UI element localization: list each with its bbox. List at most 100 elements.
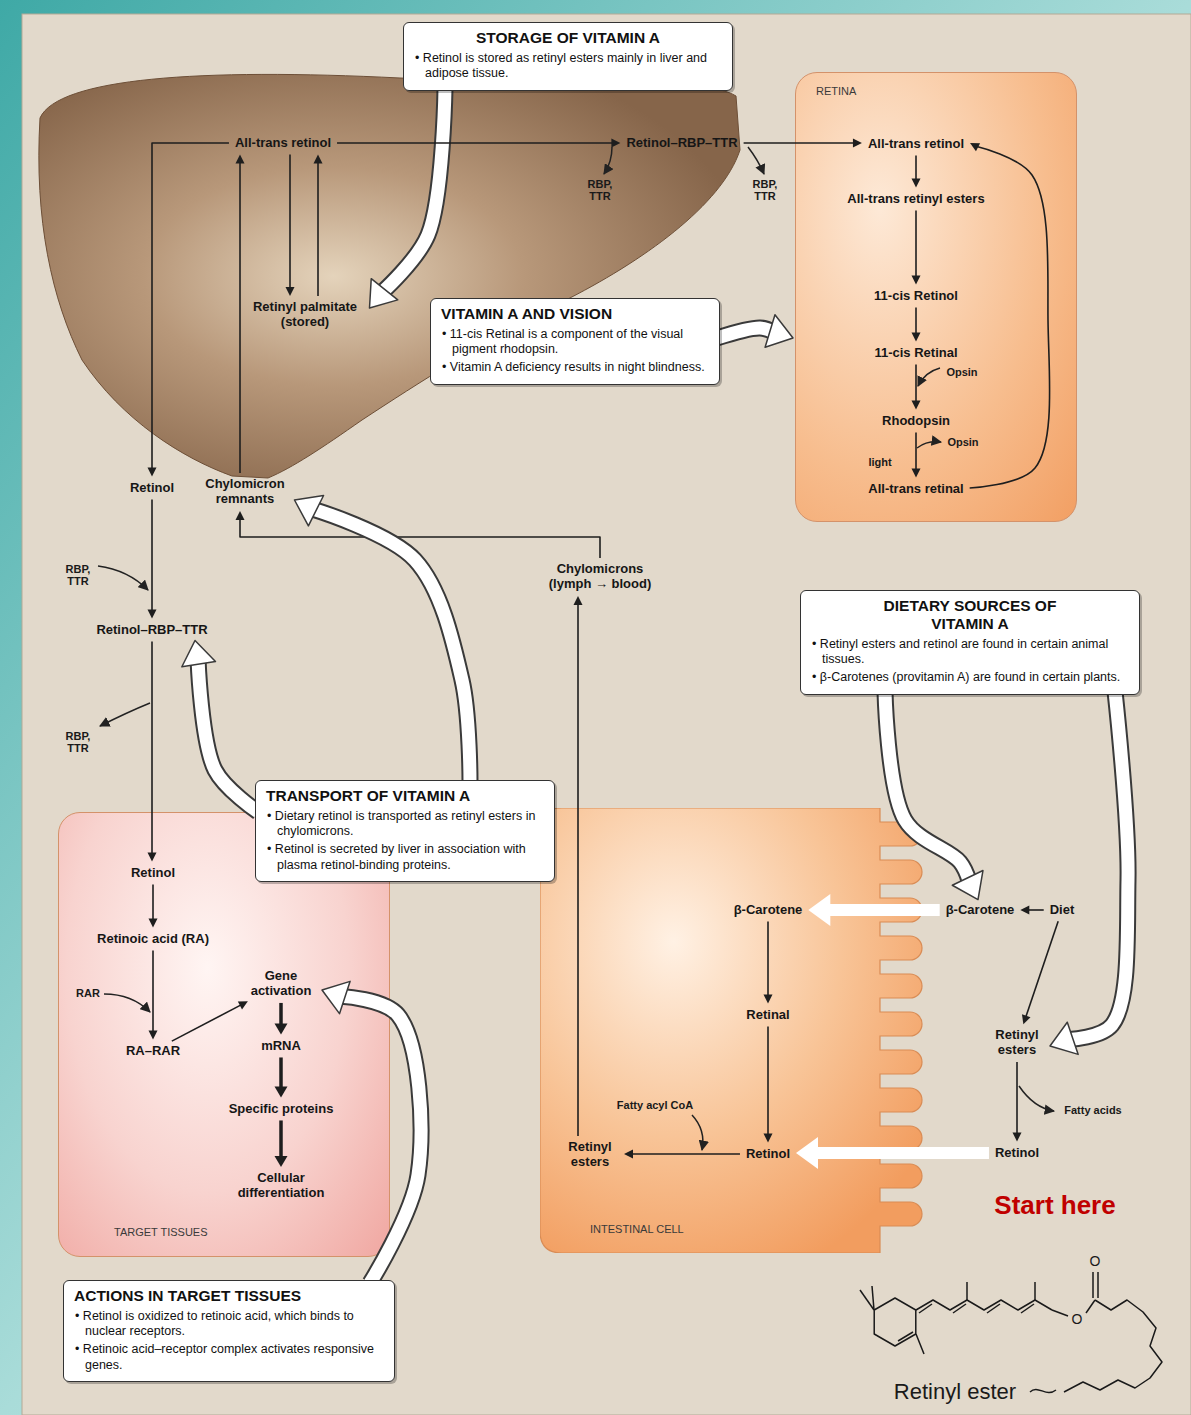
binding-arrow xyxy=(692,1115,703,1150)
annotation-label: RBP, TTR xyxy=(745,178,785,202)
arrow-head xyxy=(764,1134,773,1143)
arrow-line xyxy=(279,1057,283,1088)
compound-name: All-trans retinal xyxy=(868,482,963,497)
flow-arrow xyxy=(322,981,421,1283)
arrow-outline xyxy=(885,692,969,882)
double-bond xyxy=(898,1332,913,1341)
flow-arrow xyxy=(1020,906,1043,915)
arrow-head xyxy=(912,276,921,285)
arrow-head xyxy=(912,179,921,188)
compound-name: Retinol xyxy=(130,481,174,496)
flow-arrow xyxy=(912,364,921,409)
callout-heading: VITAMIN A AND VISION xyxy=(441,305,709,323)
arrow-line xyxy=(1028,909,1044,911)
compound-name: Retinyl esters xyxy=(562,1140,618,1170)
flow-arrow xyxy=(1050,692,1128,1055)
arrow-line xyxy=(152,950,154,1031)
annotation-label: O xyxy=(1072,1312,1083,1327)
liver-organ xyxy=(39,74,740,478)
arrow-head xyxy=(275,1156,288,1167)
arrow-head xyxy=(148,610,157,619)
arrow-head xyxy=(912,469,921,478)
compound-name: Retinol xyxy=(995,1146,1039,1161)
flow-arrow xyxy=(172,1001,248,1041)
arrow-head xyxy=(764,995,773,1004)
flow-arrow xyxy=(970,143,1050,488)
flow-arrow xyxy=(148,499,157,618)
flow-arrow xyxy=(764,1026,773,1142)
compound-name: β-Carotene xyxy=(734,903,803,918)
tissue-region: INTESTINAL CELLβ-CaroteneRetinalRetinolR… xyxy=(540,808,928,1253)
arrow-head xyxy=(796,1137,818,1169)
arrow-head xyxy=(1013,1133,1022,1142)
arrow-head xyxy=(1020,906,1029,915)
compound-name: Cellular differentiation xyxy=(228,1171,334,1201)
callout-box: ACTIONS IN TARGET TISSUES• Retinol is ox… xyxy=(63,1280,395,1382)
arrow-line xyxy=(239,162,241,473)
arrow-head xyxy=(370,279,398,308)
arrow-head xyxy=(853,139,862,148)
arrow-line xyxy=(915,155,917,179)
compound-label: Retinol–RBP–TTR xyxy=(623,135,740,152)
flow-arrow xyxy=(148,641,157,861)
flow-arrow xyxy=(295,495,471,783)
arrow-line xyxy=(717,328,773,338)
arrow-head xyxy=(624,1150,633,1159)
retinyl-ester-structure xyxy=(860,1272,1162,1392)
callout-bullet: • Retinyl esters and retinol are found i… xyxy=(811,637,1129,668)
arrow-line xyxy=(915,432,917,469)
fatty-acid-tail xyxy=(1064,1300,1162,1392)
annotation-label: Retinyl ester xyxy=(894,1380,1016,1404)
flow-arrow xyxy=(370,88,446,308)
callout-box: TRANSPORT OF VITAMIN A• Dietary retinol … xyxy=(255,780,555,882)
compound-name: All-trans retinol xyxy=(868,137,964,152)
region-title: RETINA xyxy=(816,85,856,97)
methyl-bond xyxy=(966,1282,968,1300)
compound-name: Specific proteins xyxy=(229,1102,334,1117)
compound-label: Chylomicron remnants xyxy=(198,476,293,508)
flow-arrow xyxy=(624,1150,740,1159)
double-bond xyxy=(919,1304,932,1313)
methyl-bond xyxy=(1034,1282,1036,1300)
arrow-head xyxy=(238,1001,248,1009)
compound-label: 11-cis Retinal xyxy=(871,345,960,362)
callout-bullet: • Retinol is stored as retinyl esters ma… xyxy=(414,51,722,82)
compound-label: All-trans retinol xyxy=(232,135,334,152)
compound-name: β-Carotene xyxy=(946,903,1015,918)
arrow-line xyxy=(632,1153,740,1155)
callout-heading: ACTIONS IN TARGET TISSUES xyxy=(74,1287,384,1305)
compound-label: Retinal xyxy=(743,1007,792,1024)
flow-arrow xyxy=(275,1057,288,1097)
arrow-head xyxy=(952,871,983,900)
flow-arrow xyxy=(912,210,921,284)
carbonyl-bond xyxy=(1092,1272,1094,1298)
arrow-line xyxy=(382,88,445,292)
arrow-head xyxy=(1022,1014,1031,1024)
arrow-line xyxy=(767,921,769,995)
annotation-label: RAR xyxy=(76,987,100,999)
arrow-head xyxy=(765,315,793,348)
compound-label: mRNA xyxy=(258,1038,304,1055)
ring-bond xyxy=(874,1298,916,1346)
arrow-line xyxy=(915,307,917,333)
arrow-line xyxy=(915,364,917,401)
callout-heading: STORAGE OF VITAMIN A xyxy=(414,29,722,47)
arrow-head xyxy=(912,333,921,342)
annotation-label: RBP, TTR xyxy=(58,563,98,587)
arrow-line xyxy=(279,1003,283,1025)
compound-name: Retinol xyxy=(746,1147,790,1162)
release-arrow xyxy=(1019,1086,1054,1111)
arrow-line xyxy=(289,154,291,288)
tissue-region: RETINAAll-trans retinolAll-trans retinyl… xyxy=(795,72,1077,522)
arrow-outline xyxy=(313,509,470,783)
compound-name: RA–RAR xyxy=(126,1044,180,1059)
arrow-line xyxy=(970,147,1050,488)
intestinal-cell-shape xyxy=(540,808,922,1253)
flow-arrow xyxy=(182,640,258,812)
arrow-outline xyxy=(198,661,258,812)
arrow-head xyxy=(970,143,980,151)
compound-name: Retinal xyxy=(746,1008,789,1023)
compound-label: Chylomicrons (lymph → blood) xyxy=(538,561,663,593)
callout-box: VITAMIN A AND VISION• 11-cis Retinal is … xyxy=(430,298,720,385)
arrow-line xyxy=(317,162,319,296)
